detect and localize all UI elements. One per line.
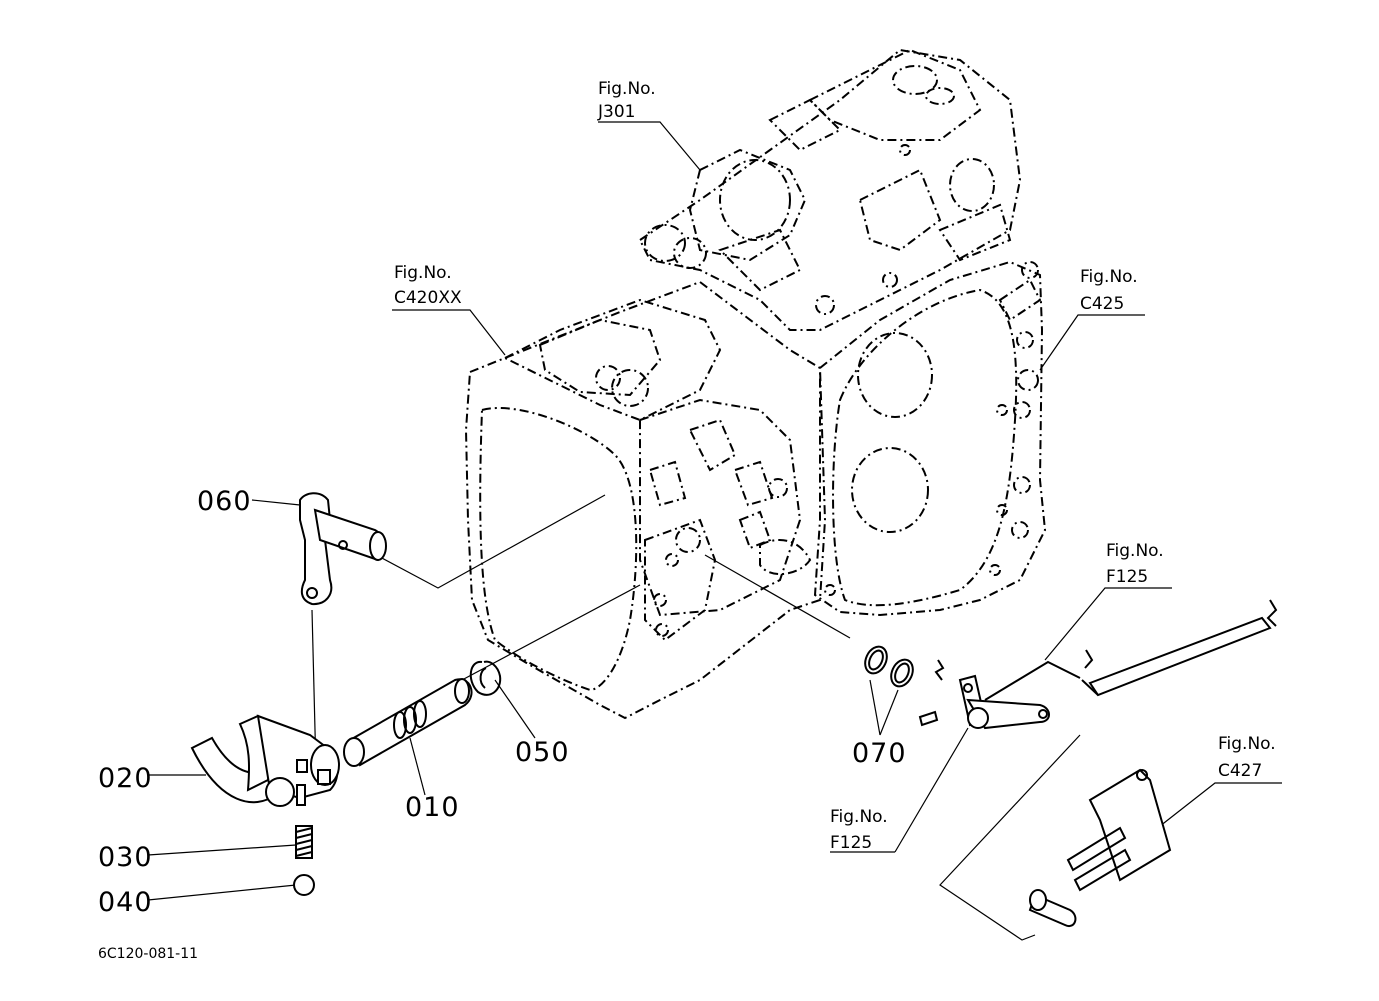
fig-ref-j301-line1: Fig.No. xyxy=(598,79,656,99)
spring-030 xyxy=(295,825,313,859)
part-label-040: 040 xyxy=(98,887,153,918)
fig-ref-c420xx: Fig.No. C420XX xyxy=(394,263,462,308)
fig-ref-f125-upper: Fig.No. F125 xyxy=(1106,541,1164,587)
shift-fork-020 xyxy=(190,714,340,807)
fig-ref-f125-upper-line2: F125 xyxy=(1106,567,1148,587)
figure-reference-labels: Fig.No. J301 Fig.No. C420XX Fig.No. C425… xyxy=(394,79,1276,853)
part-label-010: 010 xyxy=(405,792,460,823)
fig-ref-c420xx-line1: Fig.No. xyxy=(394,263,452,283)
shift-rod-010 xyxy=(343,678,473,767)
transmission-housing xyxy=(464,48,1047,720)
part-label-020: 020 xyxy=(98,763,153,794)
fig-ref-f125-lower-line1: Fig.No. xyxy=(830,807,888,827)
clutch-lever-ref-f125 xyxy=(918,659,1081,730)
fig-ref-c425-line2: C425 xyxy=(1080,294,1124,314)
part-label-070: 070 xyxy=(852,738,907,769)
snap-ring-050 xyxy=(469,660,502,696)
o-rings-070 xyxy=(864,645,914,688)
part-label-050: 050 xyxy=(515,737,570,768)
part-label-060: 060 xyxy=(197,486,252,517)
bracket-ref-c427 xyxy=(1028,768,1172,928)
clutch-rod-ref-f125 xyxy=(1081,599,1278,697)
fig-ref-c427-line2: C427 xyxy=(1218,761,1262,781)
fig-ref-c425-line1: Fig.No. xyxy=(1080,267,1138,287)
fig-ref-c425: Fig.No. C425 xyxy=(1080,267,1138,314)
part-label-030: 030 xyxy=(98,842,153,873)
fig-ref-f125-lower-line2: F125 xyxy=(830,833,872,853)
fig-ref-j301-line2: J301 xyxy=(597,102,635,122)
diagram-code: 6C120-081-11 xyxy=(98,946,198,962)
fig-ref-c427-line1: Fig.No. xyxy=(1218,734,1276,754)
fig-ref-j301: Fig.No. J301 xyxy=(597,79,656,122)
shift-arm-060 xyxy=(299,492,387,606)
ball-040 xyxy=(293,874,315,896)
part-number-labels: 060 020 030 040 010 050 070 xyxy=(98,486,907,918)
fig-ref-c420xx-line2: C420XX xyxy=(394,288,462,308)
fig-ref-f125-upper-line1: Fig.No. xyxy=(1106,541,1164,561)
fig-ref-c427: Fig.No. C427 xyxy=(1218,734,1276,781)
fig-ref-f125-lower: Fig.No. F125 xyxy=(830,807,888,853)
